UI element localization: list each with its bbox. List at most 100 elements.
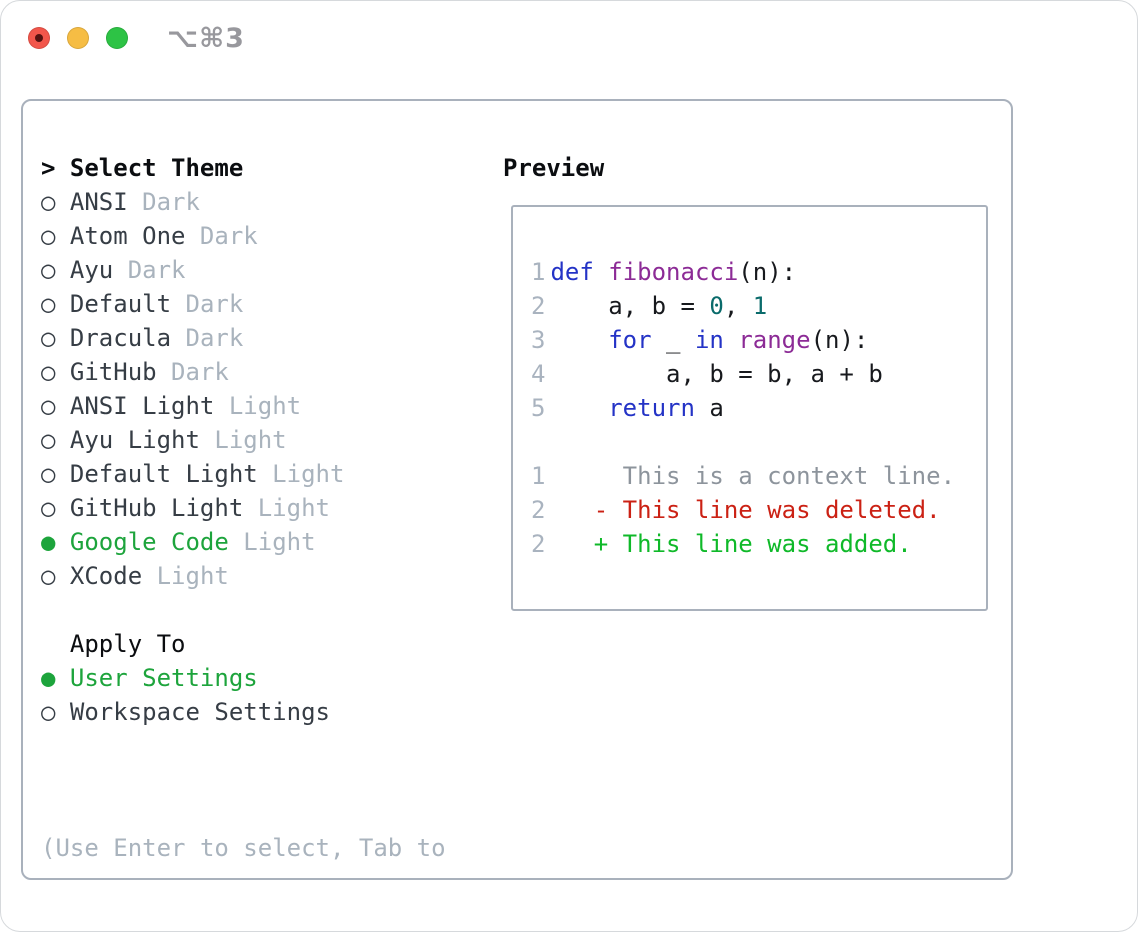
option-label: GitHub <box>69 358 157 386</box>
theme-option[interactable]: ○ GitHub Dark <box>41 355 493 389</box>
option-variant-label: Dark <box>156 358 229 386</box>
radio-unselected-icon: ○ <box>41 222 56 250</box>
option-variant-label: Light <box>243 494 330 522</box>
code-line: 3 for _ in range(n): <box>531 323 986 357</box>
theme-option[interactable]: ○ GitHub Light Light <box>41 491 493 525</box>
option-label: Default Light <box>69 460 258 488</box>
apply-option[interactable]: ○ Workspace Settings <box>41 695 493 729</box>
theme-option[interactable]: ○ Dracula Dark <box>41 321 493 355</box>
code-token-del: - This line was deleted. <box>550 496 941 524</box>
theme-option[interactable]: ● Google Code Light <box>41 525 493 559</box>
option-variant-label: Dark <box>171 290 244 318</box>
theme-option[interactable]: ○ ANSI Light Light <box>41 389 493 423</box>
radio-unselected-icon: ○ <box>41 562 56 590</box>
radio-unselected-icon: ○ <box>41 324 56 352</box>
radio-selected-icon: ● <box>41 664 56 692</box>
radio-unselected-icon: ○ <box>41 426 56 454</box>
code-token-typ: fibonacci <box>608 258 739 286</box>
line-number: 5 <box>531 394 546 422</box>
option-label: ANSI Light <box>69 392 215 420</box>
apply-option[interactable]: ● User Settings <box>41 661 493 695</box>
option-variant-label: Light <box>142 562 229 590</box>
close-button[interactable] <box>28 27 50 49</box>
theme-list: ○ ANSI Dark ○ Atom One Dark ○ Ayu Dark ○ Defaul… <box>41 185 493 593</box>
theme-option[interactable]: ○ Atom One Dark <box>41 219 493 253</box>
main-panel: >Select Theme ○ ANSI Dark ○ Atom One Dark ○ A… <box>21 99 1013 880</box>
option-label: Dracula <box>69 324 172 352</box>
radio-unselected-icon: ○ <box>41 188 56 216</box>
code-token-pln: a, b = b, a + b <box>550 360 883 388</box>
radio-unselected-icon: ○ <box>41 358 56 386</box>
apply-to-list: ● User Settings ○ Workspace Settings <box>41 661 493 729</box>
radio-unselected-icon: ○ <box>41 698 56 726</box>
line-number: 2 <box>531 292 546 320</box>
code-token-pln: _ <box>651 326 695 354</box>
option-label: Workspace Settings <box>69 698 330 726</box>
minimize-button[interactable] <box>67 27 89 49</box>
line-number: 2 <box>531 496 546 524</box>
theme-option[interactable]: ○Default Light Light <box>41 457 493 491</box>
theme-option[interactable]: ○ Ayu Dark <box>41 253 493 287</box>
theme-option[interactable]: ○ANSI Dark <box>41 185 493 219</box>
code-token-lit: 0 <box>709 292 724 320</box>
spacer <box>41 729 493 763</box>
titlebar: ⌥⌘3 <box>1 1 1137 98</box>
code-line: 4 a, b = b, a + b <box>531 357 986 391</box>
option-label: ANSI <box>69 188 128 216</box>
radio-unselected-icon: ○ <box>41 256 56 284</box>
option-label: Ayu Light <box>69 426 200 454</box>
code-token-pln: (n): <box>738 258 797 286</box>
option-variant-label: Dark <box>185 222 258 250</box>
theme-option[interactable]: ○Ayu Light Light <box>41 423 493 457</box>
maximize-button[interactable] <box>106 27 128 49</box>
code-token-ctx: This is a context line. <box>550 462 956 490</box>
code-token-kwd: in <box>694 326 724 354</box>
spacer <box>41 593 493 627</box>
code-token-lit: 1 <box>752 292 768 320</box>
code-token-typ: range <box>738 326 811 354</box>
option-label: Atom One <box>69 222 186 250</box>
theme-option[interactable]: ○XCode Light <box>41 559 493 593</box>
option-variant-label: Light <box>228 528 316 556</box>
option-variant-label: Dark <box>113 256 186 284</box>
code-token-pln <box>594 258 608 286</box>
code-line: 5 return a <box>531 391 986 425</box>
code-line <box>531 425 986 459</box>
radio-selected-icon: ● <box>41 528 56 556</box>
code-line: 2 + This line was added. <box>531 527 986 561</box>
radio-unselected-icon: ○ <box>41 460 56 488</box>
theme-option[interactable]: ○ Default Dark <box>41 287 493 321</box>
code-line: 1 This is a context line. <box>531 459 986 493</box>
code-token-pln <box>724 326 738 354</box>
help-text: (Use Enter to select, Tab to change focu… <box>41 763 493 931</box>
code-line: 2 - This line was deleted. <box>531 493 986 527</box>
code-token-kwd: return <box>608 394 695 422</box>
preview-title: Preview <box>503 154 605 182</box>
code-token-kwd: def <box>550 258 594 286</box>
window-title-shortcut: ⌥⌘3 <box>167 23 245 54</box>
code-token-pln: , <box>723 292 753 320</box>
help-line-1: (Use Enter to select, Tab to <box>41 834 446 862</box>
line-number: 2 <box>531 530 546 558</box>
radio-unselected-icon: ○ <box>41 494 56 522</box>
radio-unselected-icon: ○ <box>41 290 56 318</box>
code-token-pln <box>550 394 608 422</box>
line-number: 1 <box>531 258 546 286</box>
option-label: Google Code <box>69 528 229 556</box>
option-variant-label: Light <box>214 392 302 420</box>
code-token-add: + This line was added. <box>550 530 912 558</box>
radio-unselected-icon: ○ <box>41 392 56 420</box>
apply-to-header: Apply To <box>41 627 493 661</box>
select-theme-title: Select Theme <box>69 154 244 182</box>
close-dot-icon <box>35 34 43 42</box>
option-label: Default <box>69 290 172 318</box>
option-label: User Settings <box>69 664 258 692</box>
option-label: GitHub Light <box>69 494 244 522</box>
select-theme-header: >Select Theme <box>41 151 493 185</box>
option-variant-label: Dark <box>171 324 244 352</box>
option-label: Ayu <box>69 256 114 284</box>
